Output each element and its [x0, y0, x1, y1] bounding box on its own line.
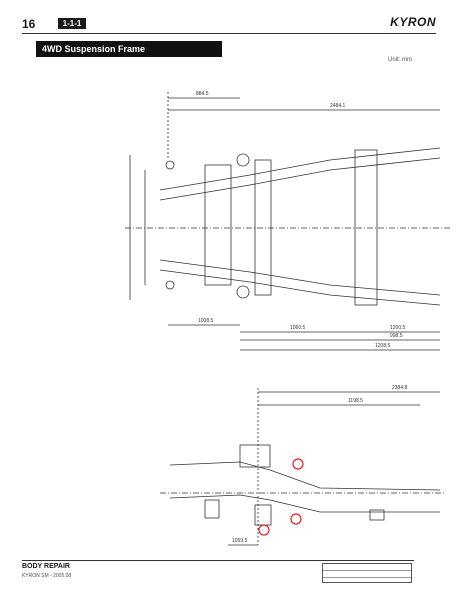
brand-logo: KYRON	[390, 15, 436, 29]
footer-rule	[22, 560, 414, 561]
page-number: 16	[22, 17, 36, 31]
side-frame-bottom	[169, 494, 440, 513]
dim-text: 2484.1	[330, 103, 346, 109]
side-bracket	[369, 509, 385, 521]
mount-bracket	[236, 153, 250, 167]
dim-text: 1008.5	[198, 318, 214, 324]
frame-rail-upper-inner	[159, 157, 441, 201]
unit-label: Unit: mm	[388, 57, 412, 63]
footer-subtitle: KYRON SM - 2005.08	[22, 573, 72, 579]
section-tab: 1-1-1	[58, 18, 86, 29]
side-bracket	[204, 499, 220, 519]
dim-text: 1208.5	[375, 343, 391, 349]
side-mount	[239, 444, 271, 468]
dim-text: 1059.5	[232, 538, 248, 544]
dim-text: 2384.8	[392, 385, 408, 391]
dim-text: 1200.5	[390, 325, 406, 331]
side-bracket	[254, 504, 272, 526]
dim-text: 998.5	[390, 333, 403, 339]
page-title: 4WD Suspension Frame	[36, 41, 222, 57]
footer-box-row	[323, 571, 411, 578]
frame-rail-upper	[159, 147, 441, 191]
dim-text: 884.5	[196, 91, 209, 97]
mount-bracket	[236, 285, 250, 299]
footer-box-row	[323, 564, 411, 571]
callout-marker	[290, 513, 302, 525]
crossmember-mid	[254, 159, 272, 296]
dim-text: 1060.5	[290, 325, 306, 331]
side-frame-top	[169, 461, 441, 491]
footer-revision-box	[322, 563, 412, 583]
crossmember-rear	[354, 149, 378, 306]
mount-bracket	[165, 280, 175, 290]
callout-marker	[258, 524, 270, 536]
mount-bracket	[165, 160, 175, 170]
dim-text: 1198.5	[348, 398, 363, 404]
crossmember-front	[204, 164, 232, 286]
callout-marker	[292, 458, 304, 470]
footer-box-row	[323, 578, 411, 584]
frame-rail-lower	[159, 269, 441, 306]
header-rule	[22, 33, 436, 34]
footer-title: BODY REPAIR	[22, 563, 70, 570]
